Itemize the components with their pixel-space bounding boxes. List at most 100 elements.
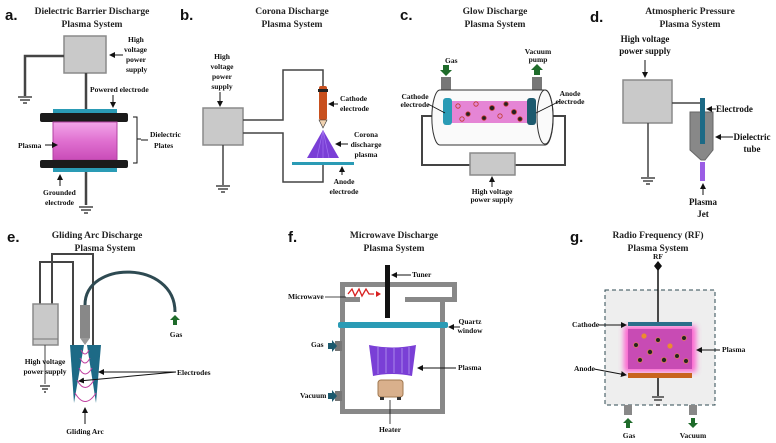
vacuum-outlet-arrow-icon xyxy=(531,64,543,75)
anode xyxy=(628,373,692,378)
plasma-particles xyxy=(633,333,689,364)
power-supply-box xyxy=(469,152,516,176)
ground-icon xyxy=(641,177,655,185)
label-electrode: Electrode xyxy=(716,104,753,114)
ground-icon xyxy=(79,206,93,214)
panel-g-rf: g. Radio Frequency (RF)Plasma System RF … xyxy=(570,229,746,440)
label-plasma: Plasma xyxy=(722,345,746,354)
label-heater: Heater xyxy=(379,425,402,434)
anode-electrode xyxy=(292,162,354,165)
microwave-wave-icon xyxy=(347,287,374,298)
label-electrodes: Electrodes xyxy=(177,368,211,377)
cathode-electrode xyxy=(319,86,327,120)
heater xyxy=(377,379,404,398)
panel-letter: b. xyxy=(180,7,193,24)
vacuum-port xyxy=(689,405,697,415)
gas-arrow-icon xyxy=(328,340,337,352)
panel-letter: d. xyxy=(590,9,603,26)
vacuum-port xyxy=(335,391,342,401)
label-microwave: Microwave xyxy=(288,292,324,301)
panel-letter: a. xyxy=(5,7,18,24)
power-supply-box xyxy=(63,35,107,74)
plasma-region xyxy=(52,121,118,161)
microwave-plasma xyxy=(369,345,416,376)
panel-title: Radio Frequency (RF)Plasma System xyxy=(612,230,703,254)
electrode xyxy=(700,98,705,144)
grounded-electrode xyxy=(53,168,117,172)
label-gas: Gas xyxy=(445,56,458,65)
panel-letter: g. xyxy=(570,229,583,246)
panel-letter: f. xyxy=(288,229,297,246)
label-plasma: Plasma xyxy=(458,363,482,372)
label-gas: Gas xyxy=(623,431,636,440)
gas-port xyxy=(441,77,451,91)
gas-hose xyxy=(83,270,177,313)
ground-icon xyxy=(652,396,664,406)
quartz-window xyxy=(338,322,448,328)
dielectric-plate xyxy=(40,160,128,168)
electrode-left xyxy=(70,345,84,403)
gas-inlet-arrow-icon xyxy=(440,65,452,76)
plasma-jet xyxy=(700,162,705,181)
power-supply-box xyxy=(622,79,673,124)
vacuum-arrow-icon xyxy=(328,390,337,402)
gas-nozzle xyxy=(80,305,90,338)
label-vacuum: Vacuum xyxy=(680,431,707,440)
gas-port xyxy=(335,341,342,351)
rf-source-icon xyxy=(654,261,662,271)
label-gliding-arc: Gliding Arc xyxy=(66,427,104,436)
ground-icon xyxy=(216,185,230,193)
vacuum-port xyxy=(532,77,542,91)
cathode xyxy=(628,322,692,326)
ground-icon xyxy=(18,96,32,104)
dielectric-plate xyxy=(40,113,128,122)
label-plasma: Plasma xyxy=(18,141,42,150)
panel-letter: e. xyxy=(7,229,20,246)
label-rf: RF xyxy=(653,252,663,261)
tuner xyxy=(385,265,390,318)
power-supply-box xyxy=(32,303,59,346)
power-supply-box xyxy=(202,107,244,146)
chamber-walls xyxy=(340,282,457,414)
label-anode: Anode xyxy=(574,364,596,373)
gas-port xyxy=(624,405,632,415)
label-vacuum: Vacuum xyxy=(300,391,327,400)
label-gas: Gas xyxy=(311,340,324,349)
powered-electrode xyxy=(53,109,117,113)
label-tuner: Tuner xyxy=(412,270,432,279)
anode-electrode xyxy=(527,98,536,125)
plasma-particles xyxy=(455,101,523,122)
label-gas: Gas xyxy=(170,330,183,339)
label-powered-electrode: Powered electrode xyxy=(90,85,149,94)
gas-arrow-icon xyxy=(623,418,633,428)
vacuum-arrow-icon xyxy=(688,418,698,428)
